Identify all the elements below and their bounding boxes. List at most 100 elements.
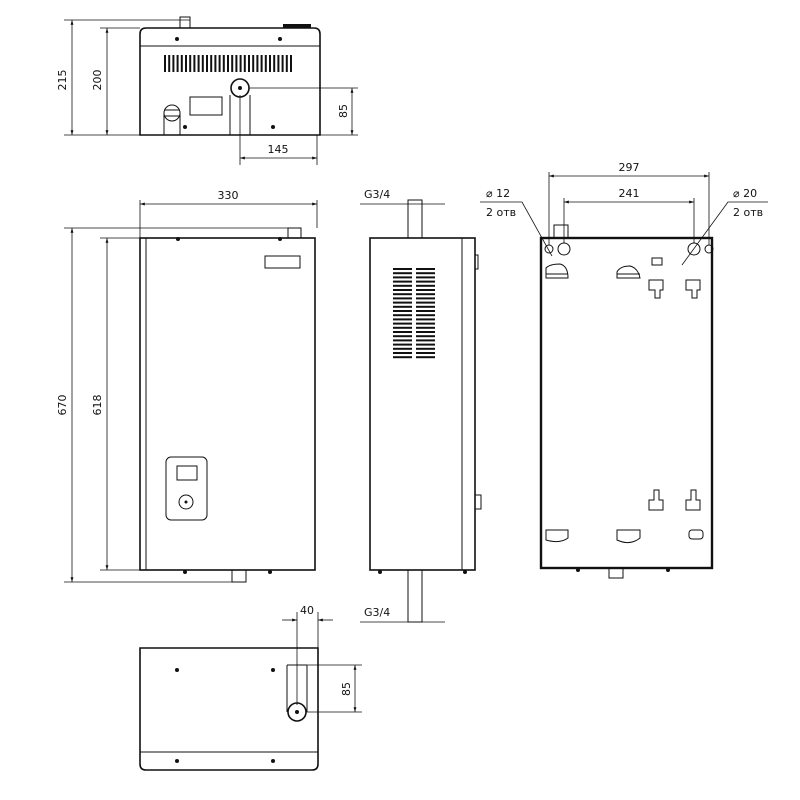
vent-slot (393, 322, 412, 325)
vent-slot (416, 322, 435, 325)
vent-slot (416, 314, 435, 317)
vent-slot (222, 55, 225, 72)
vent-slot (393, 272, 412, 275)
thread-bottom-label: G3/4 (364, 606, 390, 619)
vent-slot (197, 55, 200, 72)
vent-slot (227, 55, 229, 72)
vent-slot (416, 339, 435, 342)
vent-slot (189, 55, 192, 72)
front-view: 330 670 618 (56, 189, 318, 583)
vent-slot (248, 55, 250, 72)
vent-slot (193, 55, 196, 72)
dim-85-bottom: 85 (340, 682, 353, 696)
vent-slot (290, 55, 292, 72)
small-hole-count: 2 отв (486, 206, 516, 219)
vent-slot (393, 284, 412, 287)
vent-slot (416, 280, 435, 283)
vent-slot (393, 289, 412, 291)
vent-slot (393, 331, 412, 333)
bottom-view: 40 85 (139, 604, 362, 771)
vent-slot (393, 276, 412, 279)
vent-slot (416, 276, 435, 279)
top-view: 215 200 85 145 (56, 16, 358, 165)
small-hole-diameter: ⌀ 12 (486, 187, 510, 200)
vent-slot (416, 326, 435, 329)
vent-slot (201, 55, 204, 72)
vent-slot (416, 335, 435, 338)
vent-slot (416, 289, 435, 291)
dim-215: 215 (56, 70, 69, 91)
vent-slot (393, 335, 412, 338)
dim-200: 200 (91, 70, 104, 91)
vent-slot (416, 347, 435, 350)
vent-slot (416, 310, 435, 312)
vent-slot (416, 284, 435, 287)
side-view: G3/4 G3/4 (360, 188, 482, 623)
vent-slot (393, 356, 412, 359)
large-hole-count: 2 отв (733, 206, 763, 219)
vent-slot (210, 55, 213, 72)
vent-slot (269, 55, 271, 72)
vent-slot (416, 293, 435, 296)
vent-slot (281, 55, 284, 72)
vent-slot (164, 55, 166, 72)
vent-slot (252, 55, 255, 72)
dim-85-top: 85 (337, 104, 350, 118)
vent-slot (218, 55, 221, 72)
dim-330: 330 (218, 189, 239, 202)
vent-slot (393, 347, 412, 350)
vent-slot (416, 268, 435, 270)
back-view: 297 241 ⌀ 12 2 отв ⌀ 20 2 отв (480, 161, 768, 579)
vent-slot (416, 331, 435, 333)
side-vent-slots (393, 268, 435, 359)
vent-slot (273, 55, 276, 72)
vent-slot (416, 272, 435, 275)
vent-slot (393, 326, 412, 329)
vent-slot (416, 356, 435, 359)
vent-slot (416, 297, 435, 300)
dim-618: 618 (91, 395, 104, 416)
vent-slot (393, 305, 412, 308)
vent-slot (168, 55, 171, 72)
vent-slot (393, 314, 412, 317)
vent-slot (393, 318, 412, 321)
vent-slots (164, 55, 292, 72)
vent-slot (393, 280, 412, 283)
vent-slot (416, 305, 435, 308)
dim-670: 670 (56, 395, 69, 416)
vent-slot (176, 55, 179, 72)
vent-slot (277, 55, 280, 72)
dim-40: 40 (300, 604, 314, 617)
vent-slot (416, 301, 435, 304)
vent-slot (393, 352, 412, 354)
vent-slot (393, 297, 412, 300)
vent-slot (393, 343, 412, 346)
vent-slot (231, 55, 234, 72)
vent-slot (172, 55, 175, 72)
vent-slot (214, 55, 217, 72)
vent-slot (393, 310, 412, 312)
vent-slot (393, 301, 412, 304)
vent-slot (416, 318, 435, 321)
vent-slot (285, 55, 288, 72)
vent-slot (185, 55, 187, 72)
vent-slot (256, 55, 259, 72)
thread-top-label: G3/4 (364, 188, 390, 201)
vent-slot (239, 55, 242, 72)
vent-slot (393, 339, 412, 342)
vent-slot (416, 352, 435, 354)
large-hole-diameter: ⌀ 20 (733, 187, 757, 200)
vent-slot (393, 268, 412, 270)
vent-slot (264, 55, 267, 72)
dim-241: 241 (619, 187, 640, 200)
dim-145: 145 (268, 143, 289, 156)
vent-slot (260, 55, 263, 72)
dim-297: 297 (619, 161, 640, 174)
vent-slot (206, 55, 208, 72)
vent-slot (235, 55, 238, 72)
vent-slot (416, 343, 435, 346)
vent-slot (243, 55, 246, 72)
vent-slot (180, 55, 183, 72)
